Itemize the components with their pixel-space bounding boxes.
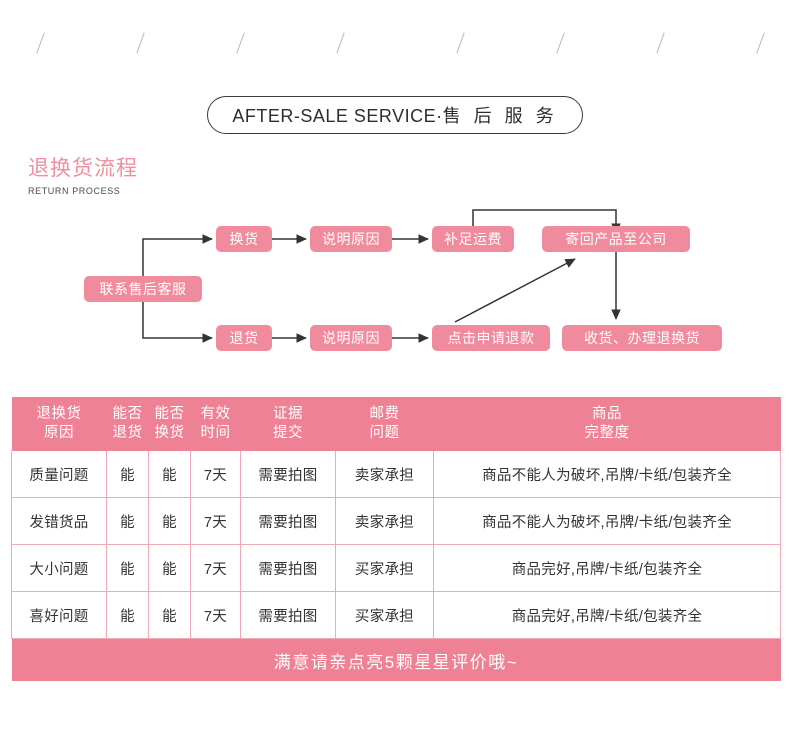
table-cell-r3-c5: 买家承担 xyxy=(335,591,434,640)
slash-mark-4 xyxy=(336,32,345,54)
slash-mark-2 xyxy=(136,32,145,54)
table-cell-r2-c0: 大小问题 xyxy=(11,544,107,593)
slash-mark-3 xyxy=(236,32,245,54)
table-cell-r3-c1: 能 xyxy=(106,591,149,640)
table-header-cell-5: 邮费问题 xyxy=(335,397,434,452)
return-process-heading-cn: 退换货流程 xyxy=(28,157,138,180)
table-cell-r1-c1: 能 xyxy=(106,497,149,546)
after-sale-service-title: AFTER-SALE SERVICE·售 后 服 务 xyxy=(207,96,583,134)
table-cell-r0-c3: 7天 xyxy=(190,451,241,499)
table-header-cell-6: 商品完整度 xyxy=(433,397,781,452)
table-header-row: 退换货原因能否退货能否换货有效时间证据提交邮费问题商品完整度 xyxy=(11,397,781,452)
table-cell-r1-c2: 能 xyxy=(148,497,191,546)
table-cell-r1-c0: 发错货品 xyxy=(11,497,107,546)
table-header-cell-0: 退换货原因 xyxy=(11,397,107,452)
table-cell-r1-c4: 需要拍图 xyxy=(240,497,336,546)
header-line2: 时间 xyxy=(200,424,231,441)
flow-node-sendback: 寄回产品至公司 xyxy=(542,226,690,252)
top-slash-decoration xyxy=(0,0,790,72)
header-line1: 有效 xyxy=(200,406,231,422)
flow-node-topup: 补足运费 xyxy=(432,226,514,252)
table-cell-r1-c3: 7天 xyxy=(190,497,241,546)
table-cell-r0-c5: 卖家承担 xyxy=(335,451,434,499)
table-cell-r1-c6: 商品不能人为破坏,吊牌/卡纸/包装齐全 xyxy=(433,497,781,546)
slash-mark-7 xyxy=(656,32,665,54)
header-line1: 能否 xyxy=(154,406,185,422)
flow-node-exchange: 换货 xyxy=(216,226,272,252)
header-line1: 能否 xyxy=(112,406,143,422)
table-cell-r3-c3: 7天 xyxy=(190,591,241,640)
flow-node-reason1: 说明原因 xyxy=(310,226,392,252)
table-cell-r3-c4: 需要拍图 xyxy=(240,591,336,640)
table-cell-r2-c5: 买家承担 xyxy=(335,544,434,593)
flow-node-reason2: 说明原因 xyxy=(310,325,392,351)
header-line1: 证据 xyxy=(273,406,303,422)
table-cell-r2-c1: 能 xyxy=(106,544,149,593)
slash-mark-6 xyxy=(556,32,565,54)
header-line2: 原因 xyxy=(44,424,74,441)
footer-note: 满意请亲点亮5颗星星评价哦~ xyxy=(11,638,781,682)
slash-mark-5 xyxy=(456,32,465,54)
header-line2: 退货 xyxy=(112,424,143,441)
table-cell-r0-c0: 质量问题 xyxy=(11,451,107,499)
table-header: 退换货原因能否退货能否换货有效时间证据提交邮费问题商品完整度 xyxy=(11,397,781,452)
table-cell-r1-c5: 卖家承担 xyxy=(335,497,434,546)
title-text: AFTER-SALE SERVICE·售 后 服 务 xyxy=(232,102,557,128)
table-cell-r2-c4: 需要拍图 xyxy=(240,544,336,593)
header-line2: 问题 xyxy=(369,424,400,441)
flowchart-connectors xyxy=(142,209,621,343)
slash-mark-8 xyxy=(756,32,765,54)
table-cell-r3-c2: 能 xyxy=(148,591,191,640)
table-header-cell-4: 证据提交 xyxy=(240,397,336,452)
header-line1: 退换货 xyxy=(36,406,82,422)
header-line1: 邮费 xyxy=(369,406,400,422)
return-process-heading: 退换货流程 RETURN PROCESS xyxy=(28,158,138,196)
flow-node-contact: 联系售后客服 xyxy=(84,276,202,302)
table-cell-r0-c2: 能 xyxy=(148,451,191,499)
flow-node-refund: 点击申请退款 xyxy=(432,325,550,351)
table-header-cell-2: 能否换货 xyxy=(148,397,191,452)
table-cell-r3-c6: 商品完好,吊牌/卡纸/包装齐全 xyxy=(433,591,781,640)
title-text-cn: 售 后 服 务 xyxy=(442,106,558,126)
header-line2: 提交 xyxy=(273,424,303,441)
header-line2: 换货 xyxy=(154,424,185,441)
table-cell-r0-c6: 商品不能人为破坏,吊牌/卡纸/包装齐全 xyxy=(433,451,781,499)
table-cell-r2-c3: 7天 xyxy=(190,544,241,593)
table-footer: 满意请亲点亮5颗星星评价哦~ xyxy=(11,638,781,682)
title-text-en: AFTER-SALE SERVICE· xyxy=(232,106,443,126)
flow-node-return: 退货 xyxy=(216,325,272,351)
table-cell-r0-c4: 需要拍图 xyxy=(240,451,336,499)
return-process-heading-en: RETURN PROCESS xyxy=(28,186,121,196)
table-cell-r0-c1: 能 xyxy=(106,451,149,499)
header-line2: 完整度 xyxy=(584,424,630,441)
slash-mark-1 xyxy=(36,32,45,54)
table-header-cell-1: 能否退货 xyxy=(106,397,149,452)
table-header-cell-3: 有效时间 xyxy=(190,397,241,452)
flow-node-receive: 收货、办理退换货 xyxy=(562,325,722,351)
table-cell-r2-c6: 商品完好,吊牌/卡纸/包装齐全 xyxy=(433,544,781,593)
table-cell-r3-c0: 喜好问题 xyxy=(11,591,107,640)
table-cell-r2-c2: 能 xyxy=(148,544,191,593)
return-process-flowchart: 联系售后客服换货说明原因补足运费寄回产品至公司退货说明原因点击申请退款收货、办理… xyxy=(0,200,790,370)
header-line1: 商品 xyxy=(592,406,622,422)
